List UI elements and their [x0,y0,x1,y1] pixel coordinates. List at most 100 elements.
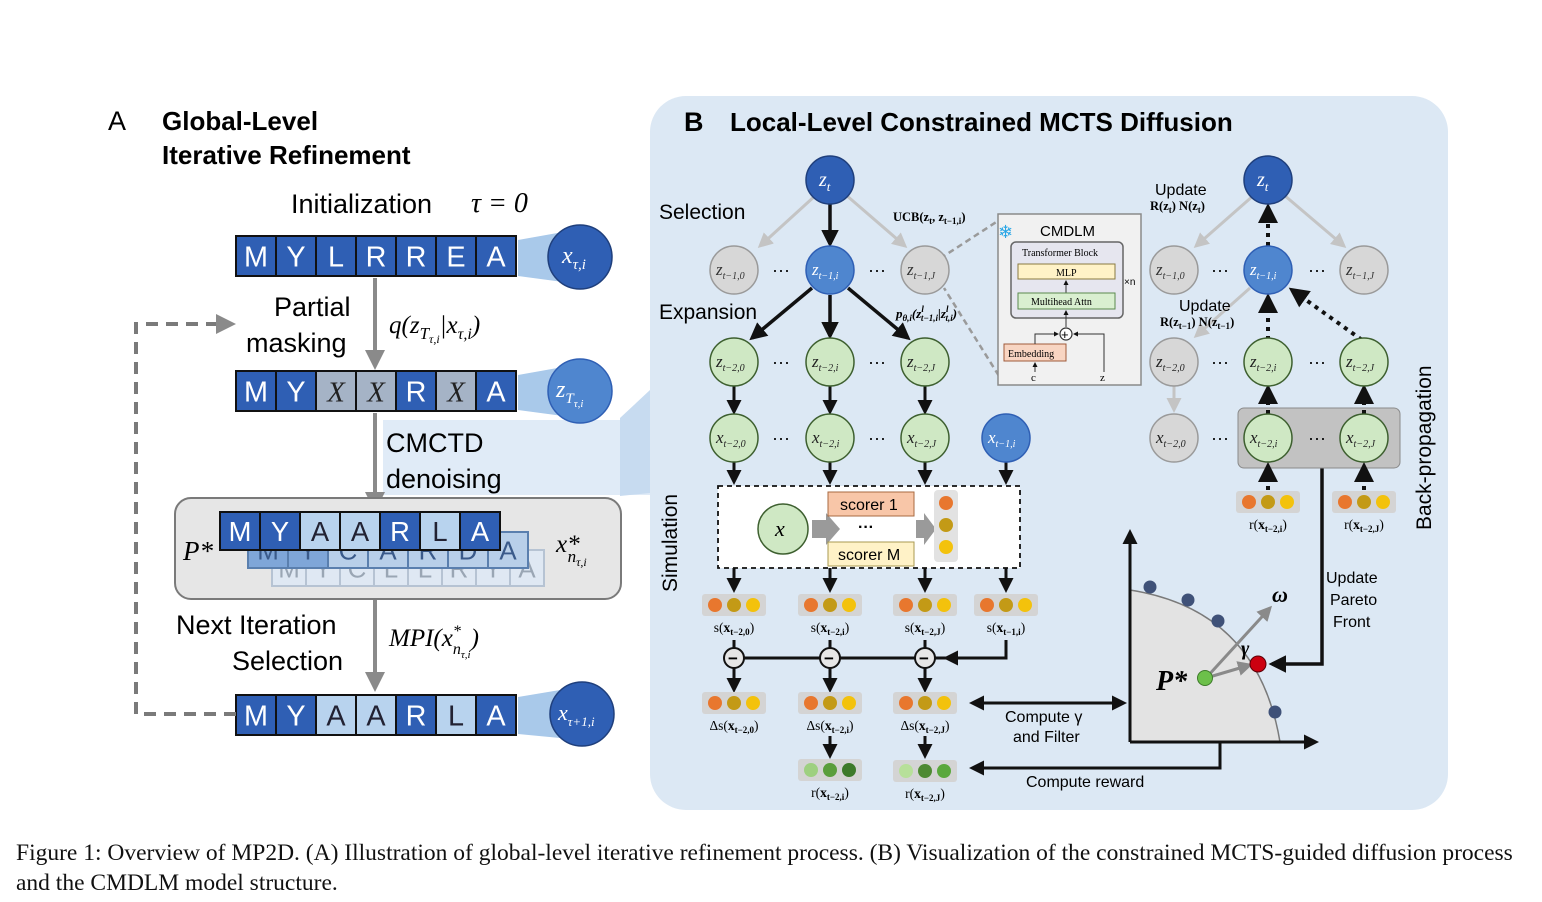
dots-l2b: ··· [868,352,886,372]
score-dot [937,598,951,612]
cone-3 [518,690,560,738]
partial-label-1: Partial [274,292,351,322]
cmctd-label-2: denoising [386,464,502,494]
cmctd-label-1: CMCTD [386,428,483,458]
node-sub: t−2,i [1257,363,1277,374]
svg-text:UCB(zt, zt−1,i): UCB(zt, zt−1,i) [893,210,965,226]
sim-x-label: x [774,516,785,541]
dots-l3a: ··· [772,428,790,448]
node-sub: t−1,J [914,271,936,282]
node-base: z [715,352,723,371]
score-dot [842,598,856,612]
node-sub: t−2,0 [1163,363,1185,374]
score-dot [823,696,837,710]
label-sub: t−2,J [926,725,946,735]
score-dot [899,696,913,710]
label-bold: x [914,786,921,801]
label-bold: x [919,718,926,733]
q-sub: T [420,324,431,343]
svg-text:R(zt−1) N(zt−1): R(zt−1) N(zt−1) [1160,315,1234,331]
sequence-cell: R [379,511,421,551]
c-label: c [1031,372,1036,384]
score-dot [804,598,818,612]
pareto-region [1130,590,1280,742]
tree-node: zt−2,0 [709,337,759,387]
panel-b-letter: B [684,107,704,137]
svg-text:zt−2,0: zt−2,0 [715,352,745,374]
svg-text:R(zt) N(zt): R(zt) N(zt) [1150,199,1205,215]
mlp-label: MLP [1056,268,1077,279]
label-pre: r( [905,786,914,801]
score-dot [899,764,913,778]
label-bold: x [821,620,828,635]
score-dot [918,696,932,710]
label-sub: t−2,J [1360,524,1380,534]
reward-rows-right: r(xt−2,i)r(xt−2,J) [1236,491,1396,534]
update-top-close: ) [1201,199,1205,213]
sequence-letter: X [326,376,346,408]
score-dot-row: s(xt−2,0) [702,594,766,637]
sequence-cell: Y [275,235,317,277]
node-base: z [1249,352,1257,371]
simulation-label: Simulation [659,494,682,592]
update-mid-r-sub: t−1 [1179,321,1192,331]
ucb-base: UCB(z [893,210,930,224]
update-top: Update [1155,182,1207,199]
score-dot [842,763,856,777]
sequence-letter: M [229,516,252,547]
svg-text:zt−1,J: zt−1,J [906,260,936,282]
node-sub: t−2,0 [724,439,746,450]
sequence-cell: M [235,370,277,412]
p-sub2: t−1,i [921,313,939,323]
node-sub: t−2,0 [723,363,745,374]
loop-back-arrow [134,314,236,716]
svg-text:pθ,i(zlt−1,i|zlt,i): pθ,i(zlt−1,i|zlt,i) [895,304,957,323]
score-dot-yellow [939,540,953,554]
mpi-base: MPI(x [388,625,453,652]
sequence-cell: A [315,694,357,736]
update-top-n-sub: t [1198,205,1201,215]
node-base: z [906,352,914,371]
p-sub: θ,i [903,313,913,323]
label-post: ) [940,786,945,801]
update-top-n: ) N(z [1172,199,1198,213]
label-pre: Δs( [709,718,728,733]
svg-text:s(xt−2,J): s(xt−2,J) [905,620,945,637]
label-post: ) [941,620,946,635]
svg-text:zt−1,i: zt−1,i [811,260,839,282]
label-bold: x [825,718,832,733]
minus-3 [914,647,936,669]
embedding-label: Embedding [1008,349,1054,360]
svg-text:r(xt−2,J): r(xt−2,J) [1344,517,1384,534]
sequence-cell: L [315,235,357,277]
q-close: ) [470,312,480,339]
update-mid-close: ) [1230,315,1234,329]
svg-text:xt−2,i: xt−2,i [811,428,840,450]
node-z-T [547,358,613,424]
label-sub: t−2,0 [735,725,755,735]
sequence-cell: A [475,235,517,277]
node-sub: t−1,i [996,439,1016,450]
label-pre: r( [811,785,820,800]
label-sub: t−2,0 [730,627,750,637]
sequence-letter: Y [286,376,305,408]
node-base: x [906,428,915,447]
svg-text:Δs(xt−2,0): Δs(xt−2,0) [709,718,758,735]
svg-text:zt−1,i: zt−1,i [1249,260,1277,282]
p-bar: |z [938,306,947,321]
score-rows: s(xt−2,0)s(xt−2,i)s(xt−2,J)s(xt−1,i) [702,594,1038,637]
score-dot [708,598,722,612]
node-base: x [1155,428,1164,447]
tree-node: zt−1,J [900,245,950,295]
score-dot [804,696,818,710]
node-base: x [987,428,996,447]
r-dots-l2b: ··· [1308,352,1326,372]
mpi-subsub: τ,i [461,649,471,661]
label-pre: s( [987,620,997,635]
score-dot [918,598,932,612]
